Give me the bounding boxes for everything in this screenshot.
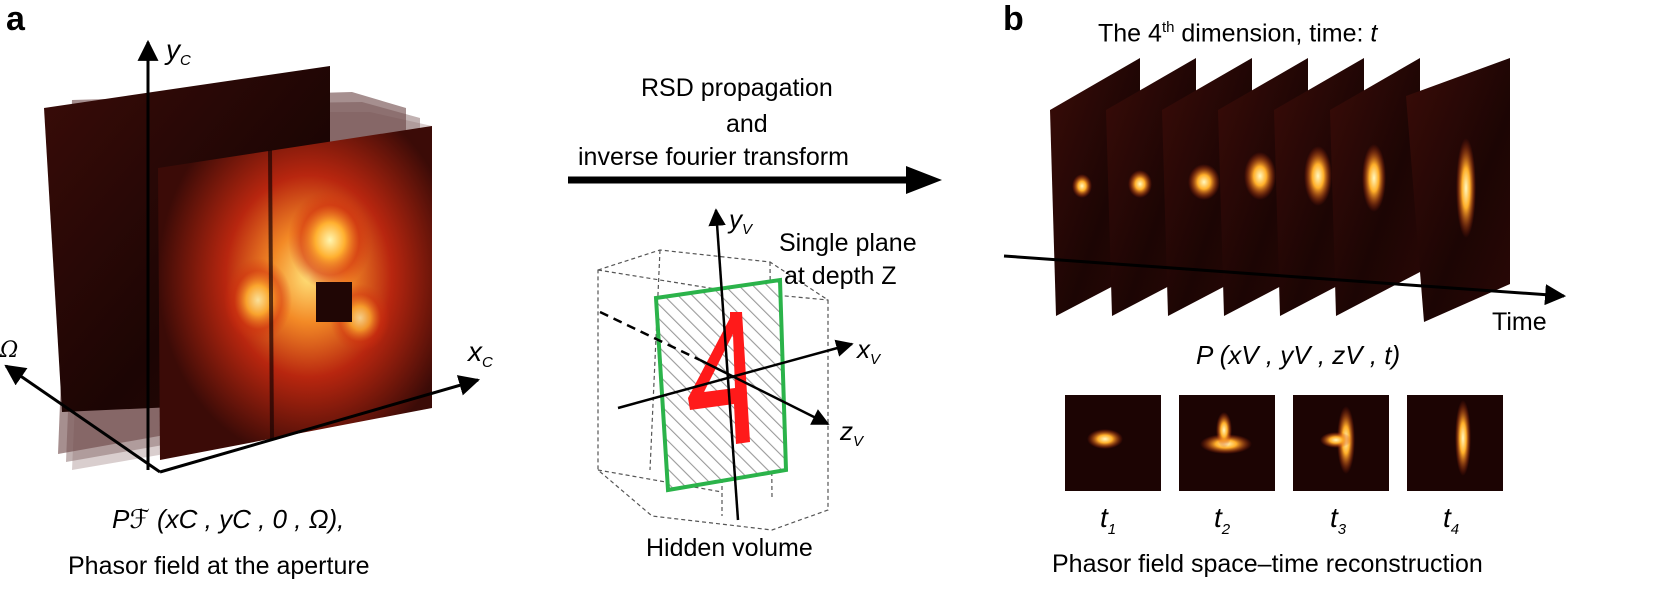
thumbnail-3 bbox=[1293, 395, 1389, 491]
axis-omega-line bbox=[4, 364, 161, 474]
aperture-caption: Phasor field at the aperture bbox=[68, 552, 370, 580]
axis-omega-label: Ω bbox=[0, 338, 19, 363]
time-frame-7 bbox=[1406, 58, 1510, 322]
thumbnail-4 bbox=[1407, 395, 1503, 491]
aperture-stack bbox=[44, 66, 432, 470]
time-axis-line bbox=[1003, 254, 1567, 306]
axis-zv-line-solid bbox=[699, 358, 830, 426]
thumb-label-t2: t2 bbox=[1214, 502, 1231, 538]
time-frames bbox=[1050, 58, 1510, 322]
space-time-formula: P (xV , yV , zV , t) bbox=[1196, 340, 1401, 370]
axis-yv-label: yV bbox=[729, 204, 753, 238]
plane-label-line-2: at depth Z bbox=[784, 262, 897, 290]
arrow-label-line-3: inverse fourier transform bbox=[578, 143, 849, 171]
time-frame-6 bbox=[1330, 58, 1420, 316]
axis-xv-line bbox=[617, 339, 854, 410]
hidden-volume-box bbox=[597, 249, 829, 531]
time-axis-label: Time bbox=[1492, 308, 1547, 336]
aperture-formula: Pℱ (xC , yC , 0 , Ω), bbox=[112, 504, 345, 534]
thumb-label-t4: t4 bbox=[1443, 502, 1460, 538]
arrow-label-line-1: RSD propagation bbox=[641, 74, 833, 102]
aperture-hot-spot-2 bbox=[224, 258, 292, 342]
space-time-caption: Phasor field space–time reconstruction bbox=[1052, 550, 1483, 578]
axis-xc-label: xC bbox=[468, 336, 493, 371]
axis-zv-line bbox=[599, 310, 701, 362]
axis-zv-label: zV bbox=[840, 416, 864, 450]
arrow-label-line-2: and bbox=[726, 110, 768, 138]
panel-b-title: The 4th dimension, time: t bbox=[1098, 19, 1378, 48]
thumbnail-2 bbox=[1179, 395, 1275, 491]
panel-b-letter: b bbox=[1003, 0, 1024, 38]
plane-label-line-1: Single plane bbox=[779, 229, 917, 257]
depth-plane bbox=[653, 277, 789, 493]
hidden-volume-caption: Hidden volume bbox=[646, 534, 813, 562]
digit-four bbox=[688, 312, 750, 444]
axis-xc-line bbox=[159, 375, 481, 474]
thumb-label-t3: t3 bbox=[1330, 502, 1347, 538]
panel-a-letter: a bbox=[6, 0, 25, 38]
propagation-arrow-head bbox=[906, 166, 942, 194]
thumbnail-1 bbox=[1065, 395, 1161, 491]
axis-xv-label: xV bbox=[857, 334, 881, 368]
thumb-label-t1: t1 bbox=[1100, 502, 1117, 538]
aperture-frame-front bbox=[158, 126, 432, 460]
aperture-hot-spot-1 bbox=[288, 190, 372, 290]
aperture-dark-patch bbox=[316, 282, 352, 322]
axis-yv-line bbox=[708, 208, 740, 521]
axis-yc-label: yC bbox=[166, 34, 191, 69]
aperture-seam bbox=[268, 149, 274, 441]
